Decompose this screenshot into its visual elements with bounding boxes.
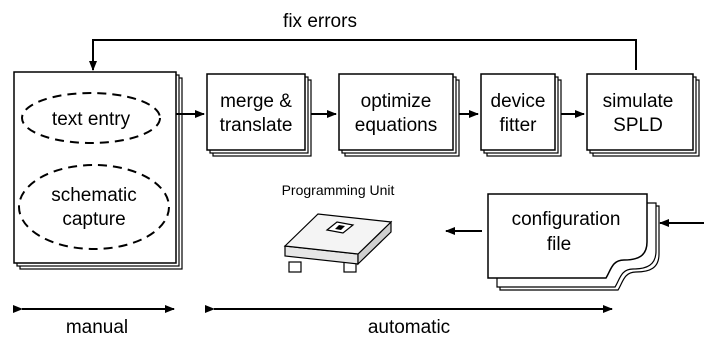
automatic-range: automatic (205, 305, 613, 338)
simulate-label-line1: simulate (603, 91, 674, 112)
optimize-label-line2: equations (355, 115, 437, 136)
step-optimize-equations: optimize equations (338, 73, 460, 157)
programming-unit: Programming Unit (282, 182, 395, 273)
unit-top-face (283, 213, 393, 255)
optimize-box (338, 73, 454, 151)
fitter-label-line1: device (491, 91, 546, 112)
fitter-box (480, 73, 556, 151)
manual-entry-box: text entry schematic capture (13, 71, 183, 270)
step-merge-translate: merge & translate (206, 73, 312, 157)
unit-chip (335, 225, 345, 230)
text-entry-ellipse (21, 92, 161, 144)
manual-label: manual (66, 317, 128, 338)
feedback-arrow (89, 39, 637, 71)
optimize-label-line1: optimize (361, 91, 432, 112)
automatic-label: automatic (368, 317, 450, 338)
simulate-box (586, 73, 694, 151)
step-device-fitter: device fitter (480, 73, 562, 157)
unit-foot-left (288, 261, 302, 273)
configuration-file: configuration file (487, 193, 660, 291)
fitter-label-line2: fitter (500, 115, 538, 136)
merge-box (206, 73, 306, 151)
simulate-label-line2: SPLD (613, 115, 663, 136)
step-simulate-spld: simulate SPLD (586, 73, 700, 157)
schematic-capture-label-line1: schematic (51, 185, 137, 206)
schematic-capture-label-line2: capture (62, 209, 125, 230)
config-file-label-line2: file (547, 234, 571, 255)
config-file-doc (487, 193, 648, 279)
schematic-capture-ellipse (18, 164, 170, 250)
fix-errors-label: fix errors (283, 11, 357, 32)
merge-label-line2: translate (220, 115, 293, 136)
programming-unit-label: Programming Unit (282, 182, 395, 198)
feedback-loop: fix errors (89, 11, 637, 71)
programming-unit-icon (283, 213, 393, 273)
merge-label-line1: merge & (220, 91, 292, 112)
manual-range: manual (13, 305, 175, 338)
text-entry-label: text entry (52, 109, 131, 130)
config-file-label-line1: configuration (512, 209, 621, 230)
